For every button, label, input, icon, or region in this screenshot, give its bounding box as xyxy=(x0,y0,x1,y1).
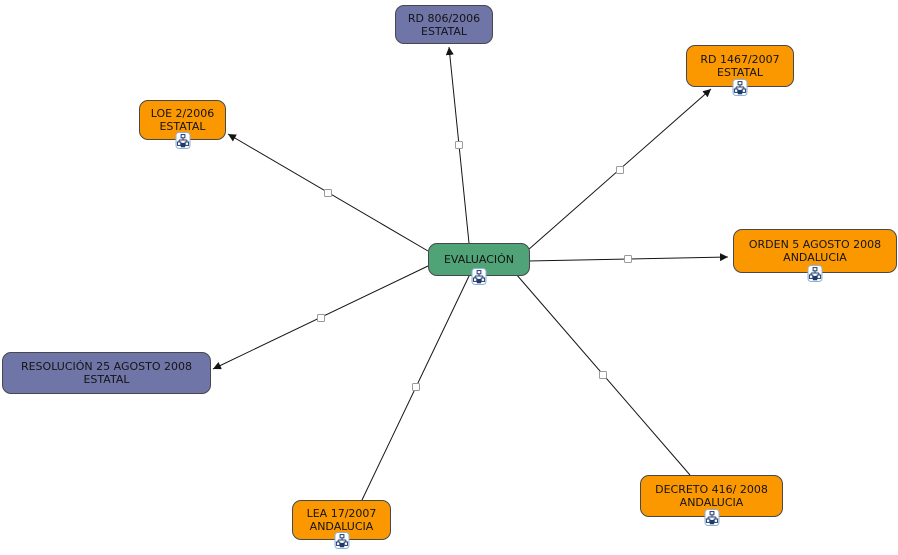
node-label-line: ANDALUCIA xyxy=(309,520,374,533)
node-resolucion-25-agosto-2008[interactable]: RESOLUCIÓN 25 AGOSTO 2008 ESTATAL xyxy=(2,352,211,394)
node-loe-2-2006-label: LOE 2/2006 ESTATAL xyxy=(151,107,215,133)
node-label-line: RESOLUCIÓN 25 AGOSTO 2008 xyxy=(20,360,193,373)
node-label-line: ANDALUCIA xyxy=(783,251,847,264)
node-label-line: LOE 2/2006 xyxy=(150,107,215,120)
node-rd-1467-2007-label: RD 1467/2007 ESTATAL xyxy=(700,53,779,79)
edge-handle xyxy=(599,371,607,379)
node-label-line: ANDALUCIA xyxy=(679,496,744,509)
node-label-line: ESTATAL xyxy=(159,120,206,133)
node-label-line: DECRETO 416/ 2008 xyxy=(655,483,768,496)
resource-link-icon[interactable] xyxy=(704,509,719,526)
node-lea-17-2007[interactable]: LEA 17/2007 ANDALUCIA xyxy=(292,500,391,540)
resource-link-icon[interactable] xyxy=(733,79,748,96)
node-lea-17-2007-label: LEA 17/2007 ANDALUCIA xyxy=(307,507,377,533)
resource-link-icon[interactable] xyxy=(472,268,487,285)
edge-handle xyxy=(616,166,624,174)
edge-handle xyxy=(412,383,420,391)
edge-handle xyxy=(624,255,632,263)
node-loe-2-2006[interactable]: LOE 2/2006 ESTATAL xyxy=(139,100,226,140)
edge-handle xyxy=(324,189,332,197)
node-label-line: RD 1467/2007 xyxy=(700,53,780,66)
node-label-line: LEA 17/2007 xyxy=(306,507,377,520)
node-label-line: ORDEN 5 AGOSTO 2008 xyxy=(748,238,882,251)
node-decreto-416-2008[interactable]: DECRETO 416/ 2008 ANDALUCIA xyxy=(640,475,783,517)
node-orden-5-agosto-2008[interactable]: ORDEN 5 AGOSTO 2008 ANDALUCIA xyxy=(733,229,897,273)
resource-link-icon[interactable] xyxy=(808,265,823,282)
node-label-line: RD 806/2006 xyxy=(407,11,481,25)
node-rd-806-2006-label: RD 806/2006 ESTATAL xyxy=(408,12,480,38)
resource-link-icon[interactable] xyxy=(175,132,190,149)
node-label-line: EVALUACIÓN xyxy=(443,253,515,266)
edge-handle xyxy=(317,314,325,322)
node-orden-5-agosto-2008-label: ORDEN 5 AGOSTO 2008 ANDALUCIA xyxy=(749,238,881,264)
node-decreto-416-2008-label: DECRETO 416/ 2008 ANDALUCIA xyxy=(655,483,768,509)
node-label-line: ESTATAL xyxy=(421,24,467,38)
node-label-line: ESTATAL xyxy=(717,66,763,79)
node-rd-1467-2007[interactable]: RD 1467/2007 ESTATAL xyxy=(686,45,794,87)
edge-handle xyxy=(455,141,463,149)
node-evaluacion[interactable]: EVALUACIÓN xyxy=(428,243,530,276)
node-label-line: ESTATAL xyxy=(83,373,130,386)
node-rd-806-2006[interactable]: RD 806/2006 ESTATAL xyxy=(395,5,493,44)
node-evaluacion-label: EVALUACIÓN xyxy=(444,253,514,266)
resource-link-icon[interactable] xyxy=(334,532,349,549)
node-resolucion-25-agosto-2008-label: RESOLUCIÓN 25 AGOSTO 2008 ESTATAL xyxy=(21,360,192,386)
